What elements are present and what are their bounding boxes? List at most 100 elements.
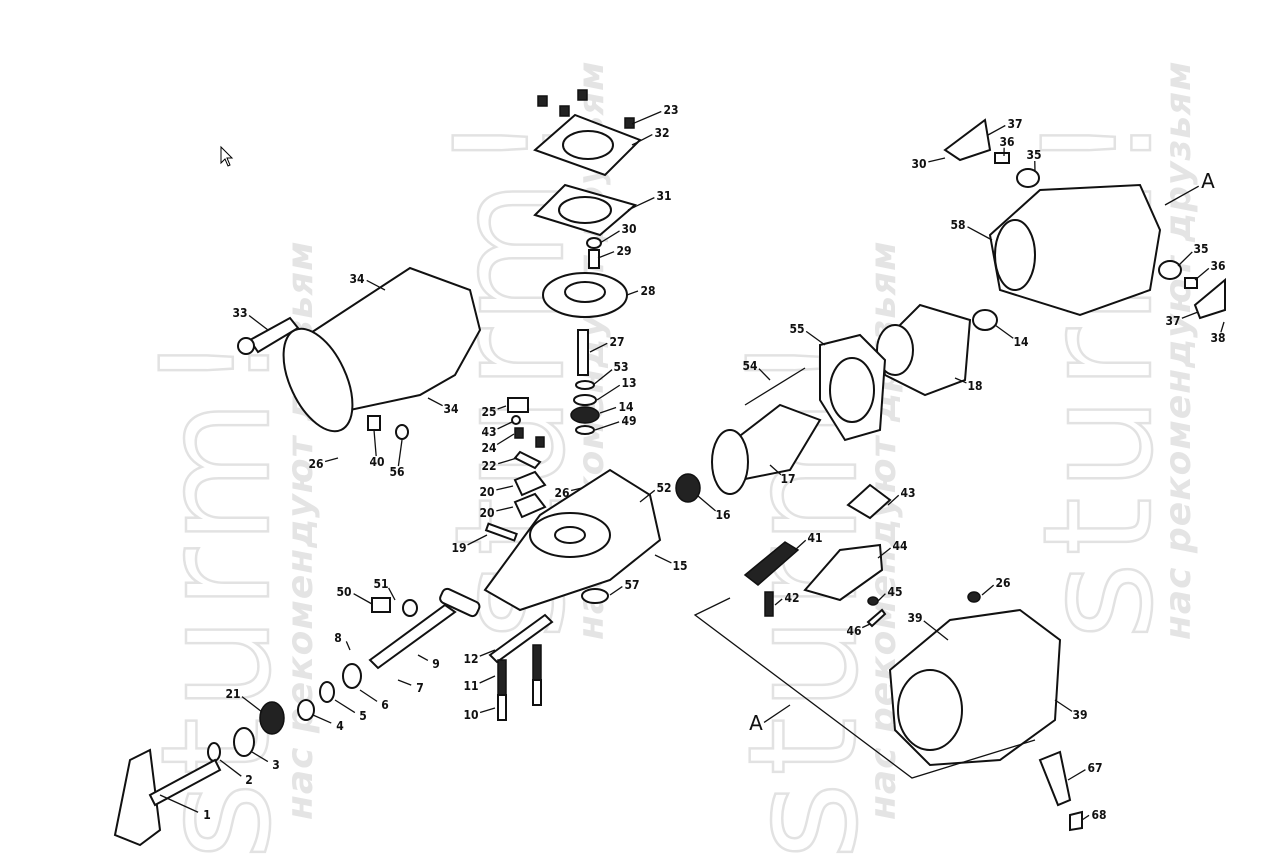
part-number-label: 9	[432, 657, 440, 671]
leader-line	[877, 593, 886, 602]
leader-line	[1054, 699, 1073, 712]
leader-line	[345, 641, 351, 651]
part-number-label: 43	[481, 425, 496, 439]
leader-line	[697, 495, 717, 512]
leader-line	[219, 759, 242, 777]
leader-line	[1164, 185, 1200, 206]
part-number-label: 38	[1210, 331, 1225, 345]
leader-line	[388, 587, 396, 601]
part-number-label: 49	[621, 414, 636, 428]
part-number-label: 36	[1210, 259, 1225, 273]
part-number-label: 52	[656, 481, 671, 495]
part-number-label: 26	[995, 576, 1010, 590]
part-number-label: 54	[742, 359, 758, 373]
part-number-label: 67	[1087, 761, 1102, 775]
leader-line	[654, 554, 672, 564]
leader-line	[609, 586, 623, 596]
part-number-label: 45	[887, 585, 902, 599]
part-number-label: 1	[203, 808, 211, 822]
leader-line	[763, 704, 791, 723]
part-number-label: 68	[1091, 808, 1106, 822]
leader-line	[159, 794, 199, 813]
part-number-label: 3	[272, 758, 280, 772]
leader-line	[599, 230, 620, 244]
leader-line	[627, 197, 655, 211]
leader-line	[592, 369, 613, 386]
leader-line	[397, 679, 412, 686]
part-number-label: 22	[481, 459, 496, 473]
leader-line	[774, 598, 783, 606]
leader-line	[794, 539, 807, 551]
leader-line	[496, 506, 514, 512]
leader-line	[599, 406, 617, 414]
part-number-label: 6	[381, 698, 389, 712]
leader-line	[498, 457, 518, 465]
leader-line	[994, 324, 1014, 339]
part-number-label: 37	[1165, 314, 1180, 328]
part-number-label: 33	[232, 306, 247, 320]
leader-line	[334, 699, 356, 714]
plunger-9	[368, 603, 457, 670]
part-number-label: 55	[789, 322, 804, 336]
part-number-label: 7	[416, 681, 424, 695]
leader-line	[805, 330, 826, 346]
leader-line	[594, 421, 620, 431]
leader-line	[877, 547, 892, 559]
leader-line	[479, 649, 496, 657]
part-number-label: 37	[1007, 117, 1022, 131]
leader-line	[887, 494, 900, 506]
motor-housing-58	[988, 183, 1162, 317]
leader-line	[353, 593, 373, 605]
part-number-label: 15	[672, 559, 687, 573]
part-number-label: 53	[613, 360, 628, 374]
part-number-label: 20	[479, 506, 494, 520]
leader-line	[928, 157, 946, 163]
part-number-label: 11	[463, 679, 478, 693]
leader-line	[366, 279, 386, 291]
part-number-label: 42	[784, 591, 799, 605]
part-number-label: 32	[654, 126, 669, 140]
part-number-label: 8	[334, 631, 342, 645]
watermark-brand: sturm!	[130, 327, 304, 860]
part-number-label: 30	[911, 157, 926, 171]
part-number-label: 56	[389, 465, 404, 479]
leader-line	[570, 487, 583, 492]
part-number-label: 50	[336, 585, 351, 599]
part-number-label: 26	[308, 457, 323, 471]
part-number-label: 40	[369, 455, 384, 469]
part-number-label: 43	[900, 486, 915, 500]
part-number-label: 36	[999, 135, 1014, 149]
part-number-label: 4	[336, 719, 344, 733]
top-screws	[537, 89, 635, 129]
part-number-label: 39	[907, 611, 922, 625]
part-number-label: 13	[621, 376, 636, 390]
part-number-label: 19	[451, 541, 466, 555]
leader-line	[1177, 251, 1193, 267]
leader-line	[1181, 311, 1199, 319]
leader-line	[769, 464, 782, 476]
leader-line	[967, 226, 993, 241]
leader-line	[1220, 321, 1225, 333]
leader-line	[861, 623, 871, 629]
part-number-label: 35	[1026, 148, 1041, 162]
parts	[113, 89, 1226, 847]
leader-line	[241, 696, 263, 713]
leader-line	[427, 397, 443, 407]
leader-line	[987, 124, 1006, 136]
leader-line	[597, 251, 615, 259]
leader-line	[467, 534, 488, 546]
assembly-marker-label: A	[749, 711, 763, 735]
part-number-label: 46	[846, 624, 861, 638]
leader-line	[923, 620, 949, 641]
leader-line	[596, 384, 621, 401]
leader-line	[248, 315, 269, 331]
part-number-label: 21	[225, 687, 240, 701]
part-number-label: 5	[359, 709, 367, 723]
part-number-label: 16	[715, 508, 730, 522]
leader-line	[479, 675, 496, 684]
assembly-marker-label: A	[1201, 169, 1215, 193]
part-number-label: 14	[1013, 335, 1029, 349]
part-number-label: 34	[349, 272, 365, 286]
